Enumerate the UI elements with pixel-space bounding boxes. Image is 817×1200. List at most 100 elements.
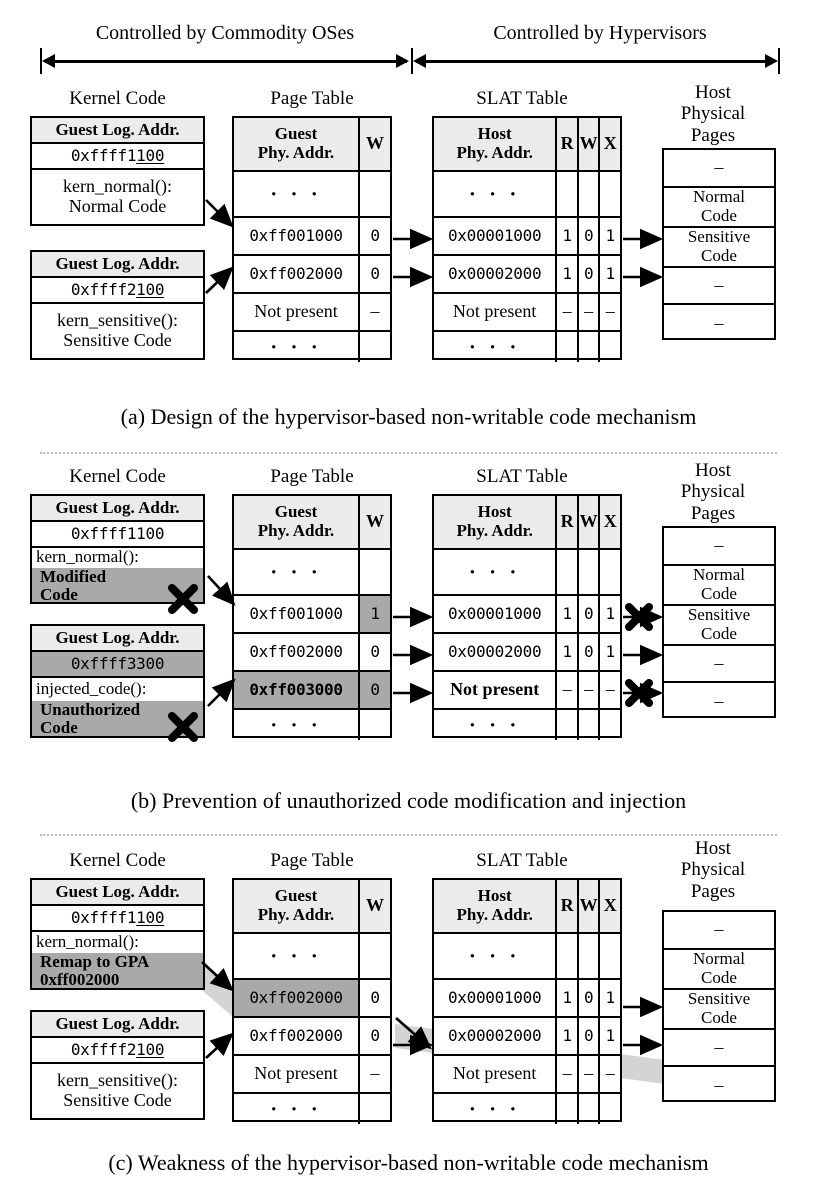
slat-r-flag: 1 [555,596,577,632]
table-row: Normal Code [664,188,774,228]
kernel-code-desc-shaded: Unauthorized Code [32,699,203,736]
page-table-header-guest-phy-addr: Guest Phy. Addr. [234,880,358,932]
slat-r-flag: 1 [555,1018,577,1054]
scope-tick-left [40,48,42,74]
page-table-w-blank [358,332,390,362]
kernel-code-desc: Sensitive Code [63,330,172,350]
table-row: kern_normal(): Normal Code [32,170,203,224]
host-pages-line2: Physical [680,481,746,503]
slat-w-flag: 0 [576,596,599,632]
page-table-w-blank [358,1094,390,1124]
kernel-function-name: injected_code(): [36,678,147,698]
page-table-w-flag: – [358,1056,390,1092]
host-page-blank: – [714,157,724,178]
host-pages-line2: Physical [680,859,746,881]
slat-r-blank [555,172,577,216]
arrow-injected-code-to-pt [207,678,236,707]
page-table-ellipsis: · · · [270,943,322,968]
kernel-function-name: kern_sensitive(): [57,1070,178,1091]
panel-separator-2 [40,834,777,836]
slat-x-blank [598,550,620,594]
table-row: injected_code(): Unauthorized Code [32,678,203,736]
page-table-w-blank [358,550,390,594]
table-row: kern_normal(): Remap to GPA 0xff002000 [32,932,203,988]
page-table-w-flag: 0 [358,218,390,254]
table-row: 0x00001000 1 0 1 [434,218,620,256]
scope-tick-middle [411,48,413,74]
slat-header-r: R [555,880,577,932]
table-row: – [664,683,774,720]
kernel-block-address: 0xffff1100 [70,524,165,544]
slat-x-flag: – [598,672,620,708]
slat-ellipsis: · · · [468,559,521,584]
slat-x-flag: – [598,294,620,330]
page-table-w-flag: 0 [358,980,390,1016]
table-header-row: Host Phy. Addr. R W X [434,880,620,934]
page-table-ellipsis: · · · [270,712,322,737]
page-table-header-guest-phy-addr: Guest Phy. Addr. [234,496,358,548]
header-line1: Guest [274,502,318,522]
table-header-row: Host Phy. Addr. R W X [434,118,620,172]
scope-arrowhead-right-end [765,54,778,68]
panel-c: Kernel Code Page Table SLAT Table Host P… [0,838,817,1156]
table-row: 0xff001000 0 [234,218,390,256]
desc-line1: Unauthorized [40,699,141,719]
slat-ellipsis: · · · [468,181,521,206]
kernel-function-name: kern_sensitive(): [57,310,178,331]
scope-arrowhead-left-end [396,54,409,68]
host-page-sensitive-code: Sensitive Code [664,228,774,266]
table-row: Not present – [234,1056,390,1094]
page-table: Guest Phy. Addr. W · · · 0xff001000 1 0x… [232,494,392,740]
header-line1: Guest [274,124,318,144]
slat-x-flag: 1 [598,256,620,292]
page-table-w-blank [358,710,390,740]
arrow-sensitive-code-to-pt [205,266,234,294]
arrow-normal-code-to-pt [205,199,234,228]
page-table-gpa: 0xff002000 [249,1026,343,1046]
host-page-sensitive-code: Sensitive Code [664,990,774,1028]
slat-r-blank [555,1094,577,1124]
kernel-code-desc: Sensitive Code [63,1090,172,1110]
slat-r-flag: – [555,672,577,708]
address-prefix: 0xffff2 [70,280,137,300]
slat-x-flag: 1 [598,1018,620,1054]
slat-x-flag: 1 [598,596,620,632]
column-title-host-pages: Host Physical Pages [648,82,778,146]
page-table-ellipsis: · · · [270,334,322,359]
kernel-code-block-modified: Guest Log. Addr. 0xffff1100 kern_normal(… [30,494,205,604]
slat-w-flag: 0 [576,256,599,292]
table-row: · · · [434,172,620,218]
address-offset: 100 [136,1040,165,1060]
host-page-line1: Sensitive [687,990,751,1009]
slat-w-blank [576,332,599,362]
slat-r-blank [555,550,577,594]
slat-r-blank [555,332,577,362]
table-row: 0xff002000 0 [234,256,390,294]
scope-tick-right [778,48,780,74]
table-row: – [664,150,774,188]
header-line2: Phy. Addr. [257,143,335,162]
header-line1: Host [477,124,512,144]
host-pages-line3: Pages [690,502,736,524]
table-row: · · · [234,550,390,596]
slat-header-w: W [576,118,599,170]
table-row: – [664,528,774,566]
host-physical-pages: – Normal Code Sensitive Code – – [662,526,776,718]
host-page-blank: – [714,312,724,333]
host-physical-pages: – Normal Code Sensitive Code – – [662,910,776,1102]
slat-header-x: X [598,496,620,548]
page-table-gpa: 0xff001000 [249,604,343,624]
scope-label-right: Controlled by Hypervisors [493,22,707,44]
column-title-host-pages: Host Physical Pages [648,838,778,902]
table-row: – [664,1067,774,1104]
slat-w-blank [576,934,599,978]
slat-x-blank [598,934,620,978]
panel-a: Kernel Code Page Table SLAT Table Host P… [0,82,817,398]
page-table-w-flag-shaded: 1 [358,596,390,632]
host-page-line2: Code [701,624,737,643]
host-page-line1: Normal [693,566,745,585]
